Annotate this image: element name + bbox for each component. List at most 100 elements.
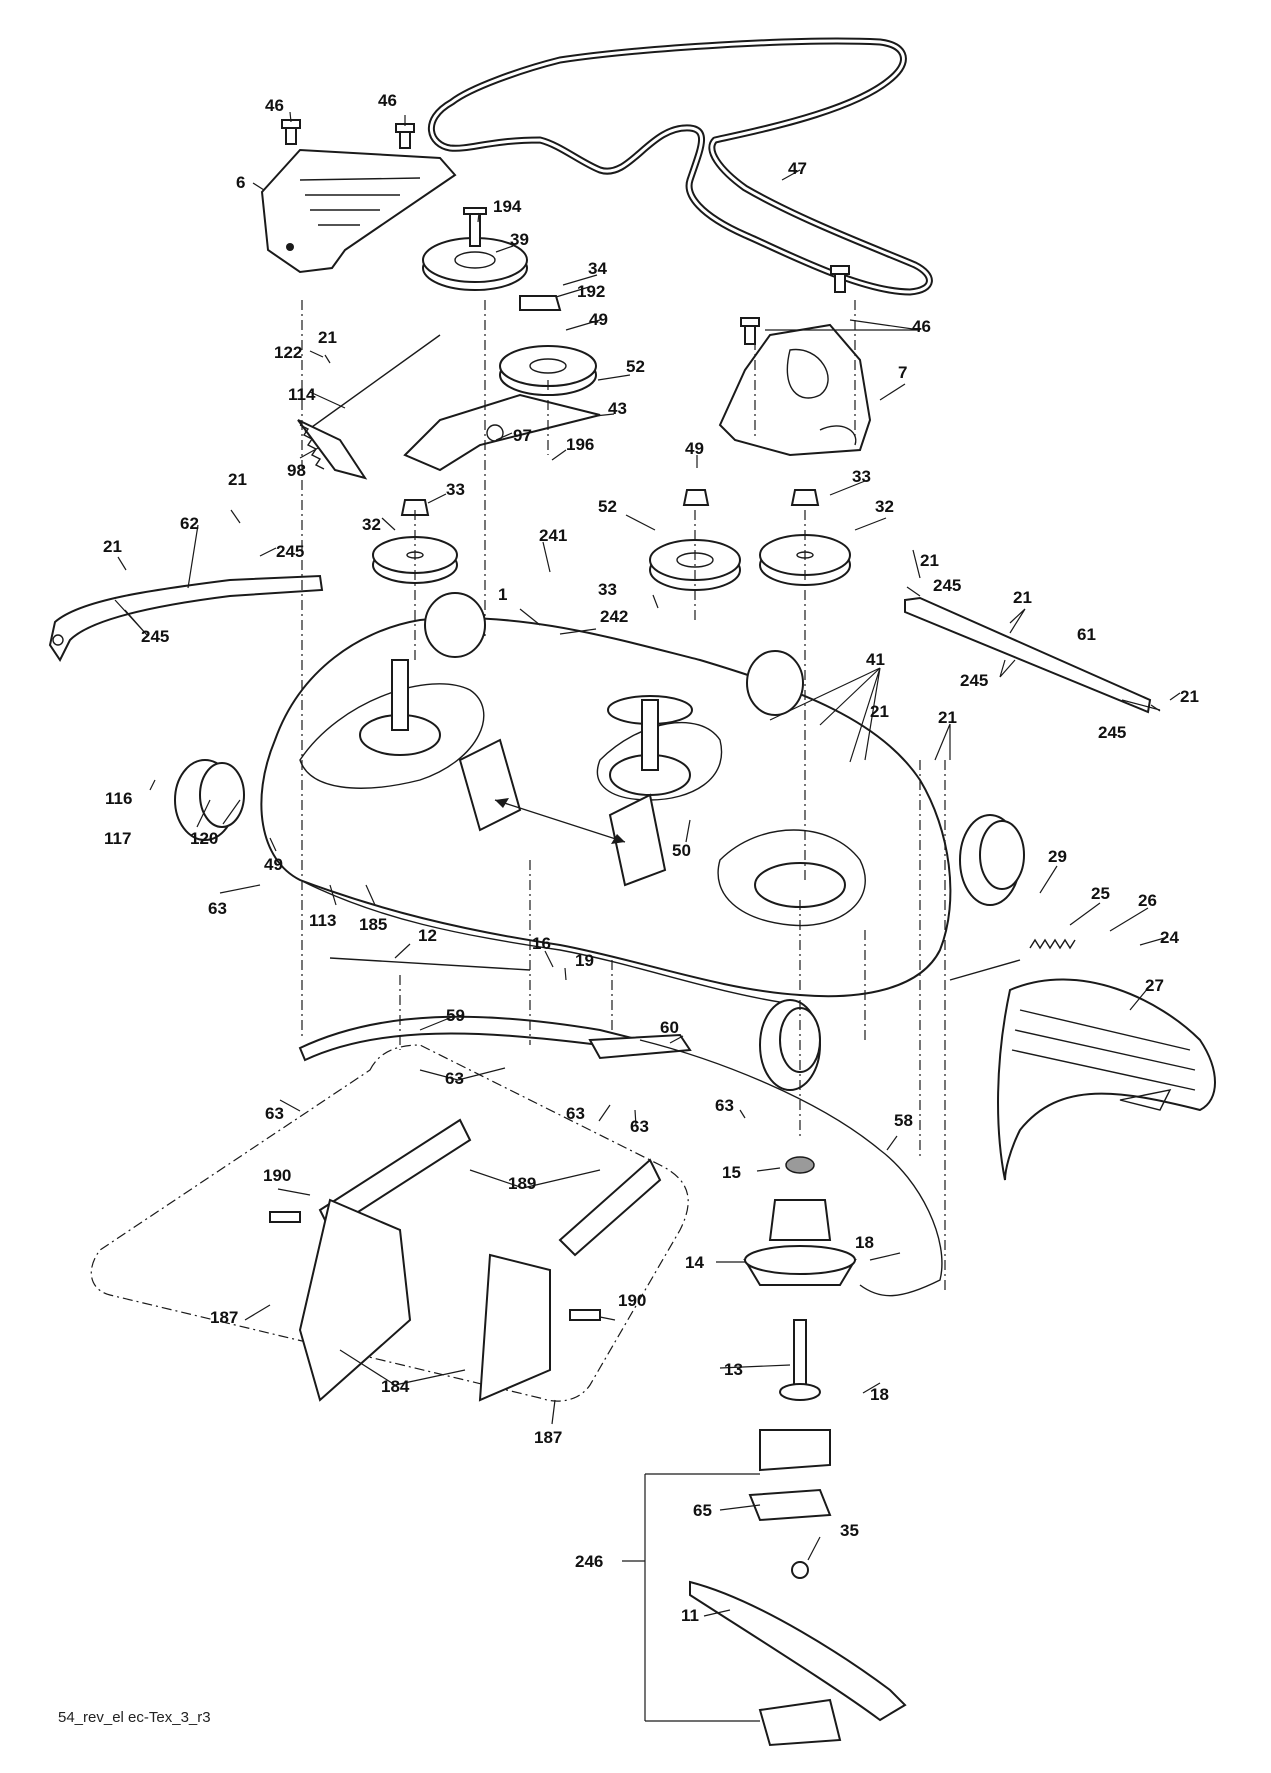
callout-21: 21	[920, 551, 939, 570]
callout-32: 32	[362, 515, 381, 534]
callout-33: 33	[446, 480, 465, 499]
callout-43: 43	[608, 399, 627, 418]
callout-98: 98	[287, 461, 306, 480]
callout-11: 11	[681, 1606, 699, 1625]
callout-63: 63	[715, 1096, 734, 1115]
callout-18: 18	[855, 1233, 874, 1252]
callout-32: 32	[875, 497, 894, 516]
callout-46: 46	[378, 91, 397, 110]
callout-63: 63	[566, 1104, 585, 1123]
callout-16: 16	[532, 934, 551, 953]
callout-245: 245	[276, 542, 304, 561]
lift-arm-kit-inset	[90, 1044, 689, 1402]
drive-belt	[428, 37, 933, 296]
callout-63: 63	[445, 1069, 464, 1088]
callout-46: 46	[265, 96, 284, 115]
deck-hangers	[298, 957, 943, 1297]
drawing-code: 54_rev_el ec-Tex_3_r3	[58, 1709, 211, 1726]
callout-50: 50	[672, 841, 691, 860]
callout-114: 114	[288, 385, 316, 404]
callout-241: 241	[539, 526, 567, 545]
tension-spring-and-rod	[297, 334, 441, 480]
gauge-wheel-right	[959, 814, 1025, 906]
discharge-chute	[997, 978, 1216, 1181]
callout-245: 245	[141, 627, 169, 646]
callout-65: 65	[693, 1501, 712, 1520]
callout-12: 12	[418, 926, 437, 945]
callout-25: 25	[1091, 884, 1110, 903]
callout-47: 47	[788, 159, 807, 178]
callout-60: 60	[660, 1018, 679, 1037]
callout-15: 15	[722, 1163, 741, 1182]
leader-lines	[114, 111, 1181, 1617]
callout-113: 113	[309, 911, 336, 930]
callout-246: 246	[575, 1552, 603, 1571]
callout-21: 21	[1180, 687, 1199, 706]
callout-116: 116	[105, 789, 132, 808]
callout-21: 21	[870, 702, 889, 721]
callout-26: 26	[1138, 891, 1157, 910]
callout-52: 52	[626, 357, 645, 376]
callout-35: 35	[840, 1521, 859, 1540]
callout-245: 245	[933, 576, 961, 595]
callout-6: 6	[236, 173, 245, 192]
callout-245: 245	[1098, 723, 1126, 742]
gauge-wheel-left	[174, 759, 245, 841]
callout-21: 21	[1013, 588, 1032, 607]
callout-196: 196	[566, 435, 594, 454]
idler-arm-43	[403, 393, 601, 472]
callout-19: 19	[575, 951, 594, 970]
callout-192: 192	[577, 282, 605, 301]
callout-185: 185	[359, 915, 387, 934]
deck-brackets	[458, 738, 667, 887]
callout-13: 13	[724, 1360, 743, 1379]
callout-21: 21	[228, 470, 247, 489]
callout-194: 194	[493, 197, 522, 216]
callout-58: 58	[894, 1111, 913, 1130]
callout-29: 29	[1048, 847, 1067, 866]
callout-18: 18	[870, 1385, 889, 1404]
left-belt-cover	[260, 148, 457, 274]
stabilizer-bar-left-62	[48, 574, 324, 662]
callout-34: 34	[588, 259, 607, 278]
callout-187: 187	[210, 1308, 238, 1327]
callout-122: 122	[274, 343, 302, 362]
alignment-lines	[301, 300, 946, 1290]
callout-187: 187	[534, 1428, 562, 1447]
callout-190: 190	[263, 1166, 291, 1185]
callout-63: 63	[265, 1104, 284, 1123]
gauge-wheel-bottom	[759, 999, 821, 1091]
callout-21: 21	[318, 328, 337, 347]
callout-190: 190	[618, 1291, 646, 1310]
blade-assembly	[644, 1429, 907, 1747]
mower-deck	[260, 617, 952, 1006]
stabilizer-bar-right-61	[904, 596, 1152, 714]
callout-39: 39	[510, 230, 529, 249]
spindle-assembly	[743, 1156, 857, 1401]
callout-117: 117	[104, 829, 131, 848]
right-belt-cover	[718, 323, 872, 457]
callout-184: 184	[381, 1377, 410, 1396]
callout-33: 33	[852, 467, 871, 486]
callout-49: 49	[685, 439, 704, 458]
callout-61: 61	[1077, 625, 1096, 644]
callout-33: 33	[598, 580, 617, 599]
callout-245: 245	[960, 671, 988, 690]
idler-pulley-39	[422, 207, 528, 291]
callout-189: 189	[508, 1174, 536, 1193]
callout-14: 14	[685, 1253, 704, 1272]
callout-labels: 46 46 6 194 39 34 192 49 52 47 46 7 21 1…	[103, 91, 1199, 1625]
callout-63: 63	[630, 1117, 649, 1136]
gauge-wheel-front-left	[424, 592, 486, 658]
idler-pulley-52-top	[499, 295, 597, 396]
callout-120: 120	[190, 829, 218, 848]
callout-59: 59	[446, 1006, 465, 1025]
callout-41: 41	[866, 650, 885, 669]
callout-24: 24	[1160, 928, 1179, 947]
callout-242: 242	[600, 607, 628, 626]
callout-27: 27	[1145, 976, 1164, 995]
callout-49: 49	[264, 855, 283, 874]
callout-52: 52	[598, 497, 617, 516]
callout-97: 97	[513, 426, 532, 445]
